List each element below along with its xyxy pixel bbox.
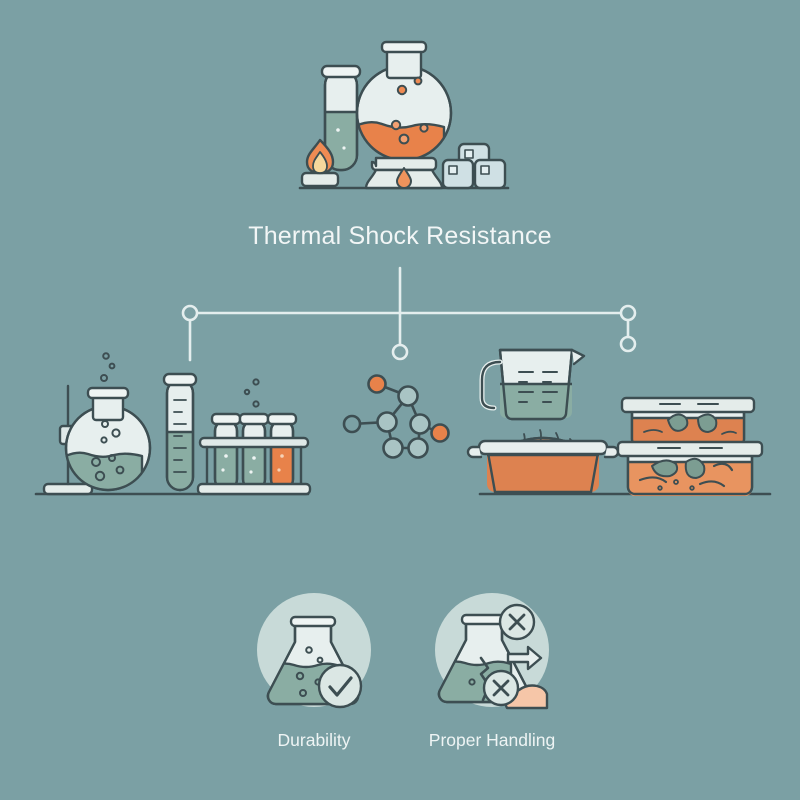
check-badge-icon <box>317 663 363 709</box>
no-entry-bottom-icon <box>482 669 520 707</box>
molecule-atom-orange <box>367 374 387 394</box>
food-container-top <box>620 396 756 448</box>
molecule-atom-teal <box>376 411 398 433</box>
baking-dish-pie <box>466 429 620 494</box>
branch-kitchenware <box>466 348 764 496</box>
hero-round-flask <box>355 40 453 162</box>
molecule-atom-hollow <box>342 414 362 434</box>
test-tube-rack <box>196 378 312 496</box>
graduated-cylinder <box>162 372 198 492</box>
measuring-jug <box>479 348 586 421</box>
hero-flask-stand <box>364 156 444 190</box>
connector-node-center <box>391 343 409 361</box>
badge-durability-label: Durability <box>277 730 351 750</box>
badge-durability[interactable] <box>257 593 371 710</box>
hero-ice-cubes <box>441 142 507 190</box>
badge-proper-handling[interactable] <box>435 593 549 710</box>
branch-lab-glassware <box>42 352 312 496</box>
connector-node-right-bottom <box>619 335 637 353</box>
molecule-atom-teal <box>382 437 404 459</box>
page-title: Thermal Shock Resistance <box>248 222 552 250</box>
molecule-atom-teal <box>397 385 419 407</box>
hero-bunsen-flame <box>300 138 340 188</box>
molecule-atom-teal <box>409 413 431 435</box>
connector-node-right-top <box>619 304 637 322</box>
hero-test-tube <box>320 64 362 172</box>
arrow-right-icon <box>506 645 543 671</box>
molecule-atom-teal <box>407 437 429 459</box>
connector-node-left <box>181 304 199 322</box>
molecule-atom-orange <box>430 423 450 443</box>
no-entry-top-icon <box>498 603 536 641</box>
badge-proper-handling-label: Proper Handling <box>428 730 556 750</box>
food-container-bottom <box>616 440 764 496</box>
